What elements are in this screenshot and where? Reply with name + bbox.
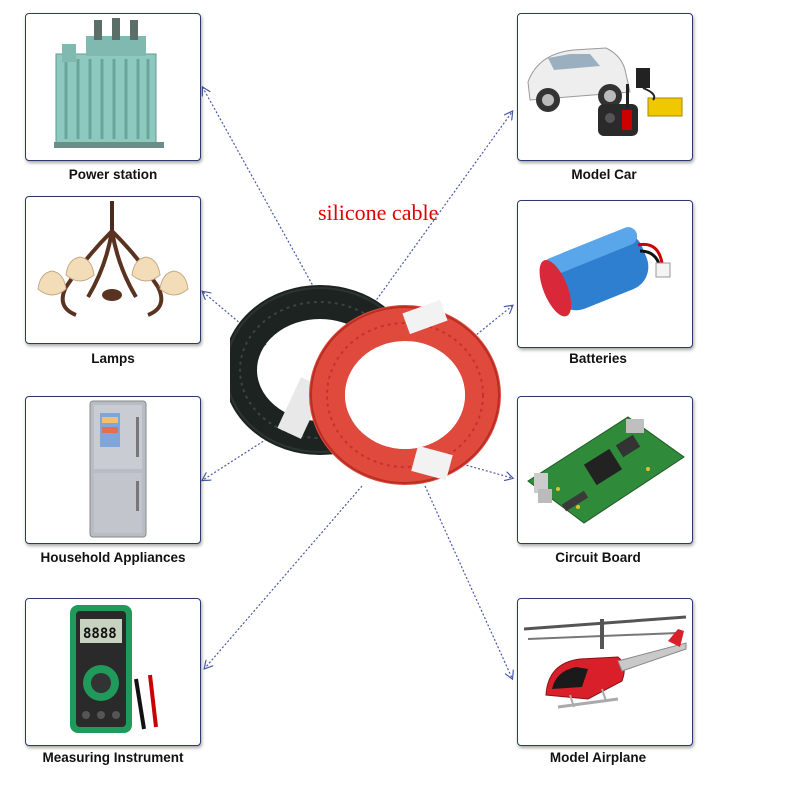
circuit-board-label: Circuit Board [555, 550, 641, 565]
model-car-label: Model Car [571, 167, 637, 182]
connector-model-airplane [424, 485, 512, 678]
model-airplane-label: Model Airplane [549, 750, 647, 765]
page-title: silicone cable [318, 200, 439, 225]
lamps-card [25, 196, 201, 344]
refrigerator-icon [89, 400, 147, 538]
silicone-cable-coils-icon [230, 285, 501, 485]
batteries-card [517, 200, 693, 348]
measuring-instrument-label: Measuring Instrument [42, 750, 184, 765]
power-station-label: Power station [68, 167, 158, 182]
model-car-card [517, 13, 693, 161]
household-appliances-card [25, 396, 201, 544]
measuring-instrument-card: 8888 [25, 598, 201, 746]
battery-pack-icon [539, 227, 671, 317]
household-appliances-label: Household Appliances [40, 550, 186, 565]
red-cable-coil [309, 299, 501, 485]
model-airplane-card [517, 598, 693, 746]
connector-measuring-instrument [205, 485, 363, 668]
helicopter-icon [523, 615, 687, 709]
multimeter-icon: 8888 [70, 605, 158, 733]
lamps-label: Lamps [91, 351, 135, 366]
connector-power-station [203, 88, 323, 303]
batteries-label: Batteries [569, 351, 627, 366]
svg-text:8888: 8888 [83, 626, 117, 642]
transformer-icon [54, 18, 164, 148]
power-station-card [25, 13, 201, 161]
circuit-board-card [517, 396, 693, 544]
circuit-board-icon [527, 416, 685, 524]
rc-car-icon [527, 47, 683, 136]
chandelier-icon [37, 201, 189, 317]
